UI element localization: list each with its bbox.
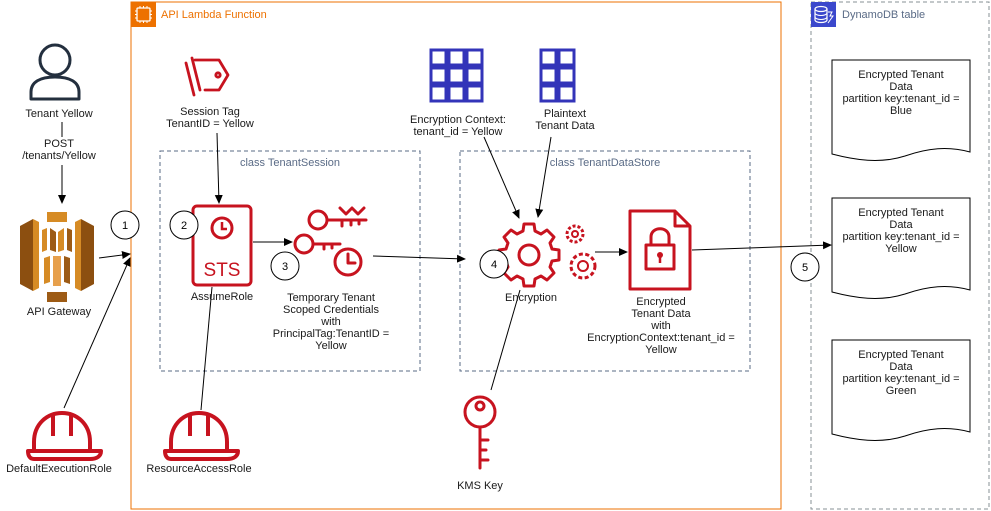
step-number: 1 <box>122 220 128 232</box>
step-marker: 1 <box>110 210 140 240</box>
credentials-label: Temporary Tenant Scoped Credentials with… <box>272 292 390 352</box>
line-kms-to-encryption <box>490 289 521 391</box>
arrow-role-to-lambda <box>63 257 131 409</box>
encryption-label: Encryption <box>505 292 557 304</box>
session-tag-label: Session Tag TenantID = Yellow <box>166 106 254 130</box>
user-icon <box>29 43 81 101</box>
arrow-tag-to-sts <box>214 132 223 204</box>
document-shape <box>831 339 971 441</box>
hard-hat-icon <box>163 411 240 461</box>
key-icon <box>463 395 497 470</box>
encryption-context-label: Encryption Context: tenant_id = Yellow <box>410 114 506 138</box>
step-number: 2 <box>181 220 187 232</box>
line-role-to-sts <box>200 286 213 411</box>
document-shape <box>831 197 971 299</box>
step-number: 4 <box>491 259 497 271</box>
connectors <box>58 122 832 411</box>
step-number: 5 <box>802 262 808 274</box>
gears-icon <box>497 222 597 288</box>
lambda-icon <box>131 2 156 27</box>
sts-icon-text: STS <box>204 260 241 281</box>
arrow-gateway-to-lambda <box>98 251 131 259</box>
arrow-plaintext-to-encryption <box>535 136 552 218</box>
lambda-group-title: API Lambda Function <box>161 9 267 21</box>
api-gateway-icon <box>20 212 94 302</box>
encrypted-data-icon <box>628 209 692 291</box>
document-text: Encrypted Tenant Data partition key:tena… <box>842 69 960 117</box>
arrow-context-to-encryption <box>483 136 520 219</box>
sts-label: AssumeRole <box>190 291 254 303</box>
document-shape <box>831 59 971 161</box>
temporary-credentials-icon <box>293 206 368 277</box>
sts-icon: STS <box>191 204 253 287</box>
grid-icon <box>539 48 576 103</box>
step-marker: 5 <box>790 252 820 282</box>
document-text: Encrypted Tenant Data partition key:tena… <box>842 207 960 255</box>
arrow-encrypted-to-dynamodb <box>691 241 832 251</box>
kms-key-label: KMS Key <box>457 480 503 492</box>
tag-icon <box>184 56 230 97</box>
hard-hat-icon <box>26 411 103 461</box>
step-marker: 3 <box>270 251 300 281</box>
dynamodb-group-title: DynamoDB table <box>842 9 926 21</box>
resource-role-label: ResourceAccessRole <box>146 463 252 475</box>
api-gateway-label: API Gateway <box>26 306 92 318</box>
tenant-user-label: Tenant Yellow <box>25 108 93 120</box>
step-marker: 4 <box>479 249 509 279</box>
dynamodb-icon <box>811 2 836 27</box>
tenant-session-group-border <box>159 150 421 372</box>
step-number: 3 <box>282 261 288 273</box>
post-request-label: POST /tenants/Yellow <box>4 138 114 162</box>
tenant-session-group-title: class TenantSession <box>239 157 341 169</box>
lambda-group-border <box>130 1 782 510</box>
step-marker: 2 <box>169 210 199 240</box>
encrypted-data-label: Encrypted Tenant Data with EncryptionCon… <box>587 296 735 356</box>
plaintext-label: Plaintext Tenant Data <box>535 108 595 132</box>
tenant-datastore-group-title: class TenantDataStore <box>549 157 661 169</box>
grid-icon <box>429 48 484 103</box>
default-role-label: DefaultExecutionRole <box>6 463 112 475</box>
arrow-credentials-to-encryption <box>372 254 466 263</box>
document-text: Encrypted Tenant Data partition key:tena… <box>842 349 960 397</box>
